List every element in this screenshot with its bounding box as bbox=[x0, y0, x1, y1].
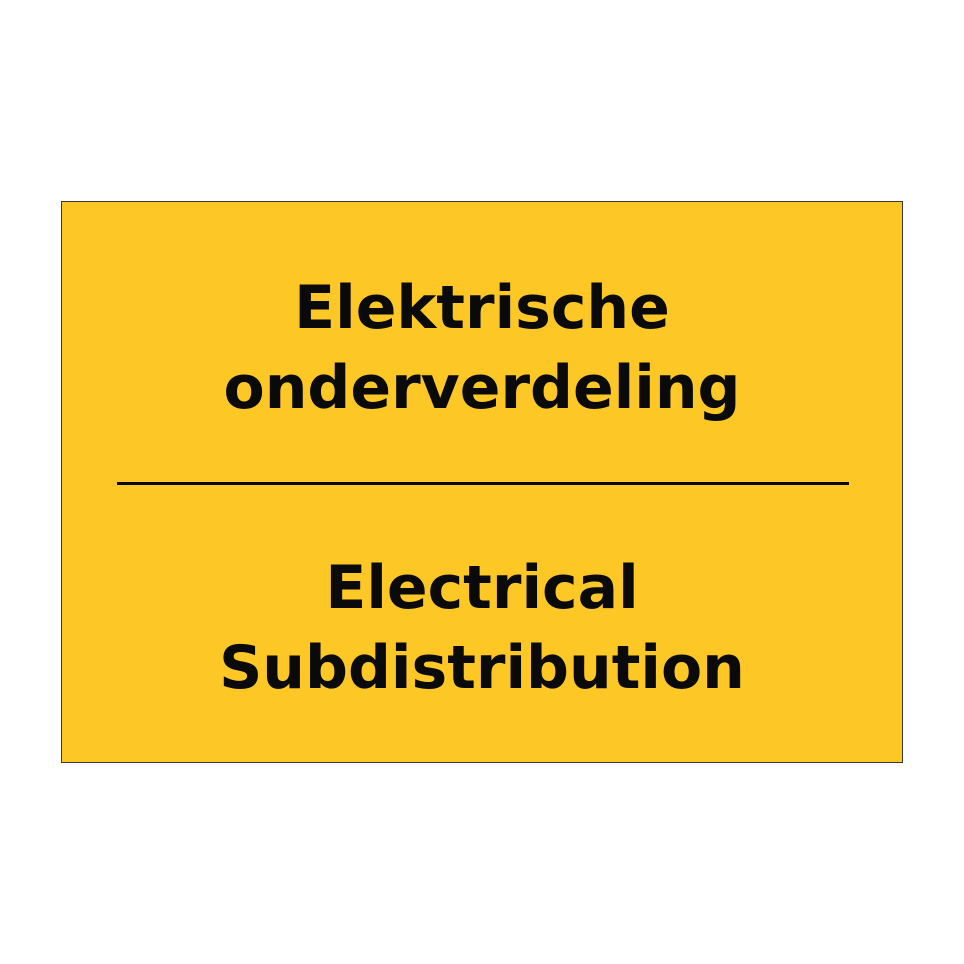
dutch-label-line-2: onderverdeling bbox=[223, 353, 741, 423]
sign-panel: Elektrische onderverdeling Electrical Su… bbox=[61, 201, 903, 763]
dutch-label-line-1: Elektrische bbox=[294, 273, 670, 343]
english-label: Electrical Subdistribution bbox=[62, 548, 902, 708]
english-label-line-2: Subdistribution bbox=[219, 633, 745, 703]
english-label-line-1: Electrical bbox=[325, 553, 639, 623]
dutch-label: Elektrische onderverdeling bbox=[62, 268, 902, 428]
divider-line bbox=[117, 482, 849, 485]
